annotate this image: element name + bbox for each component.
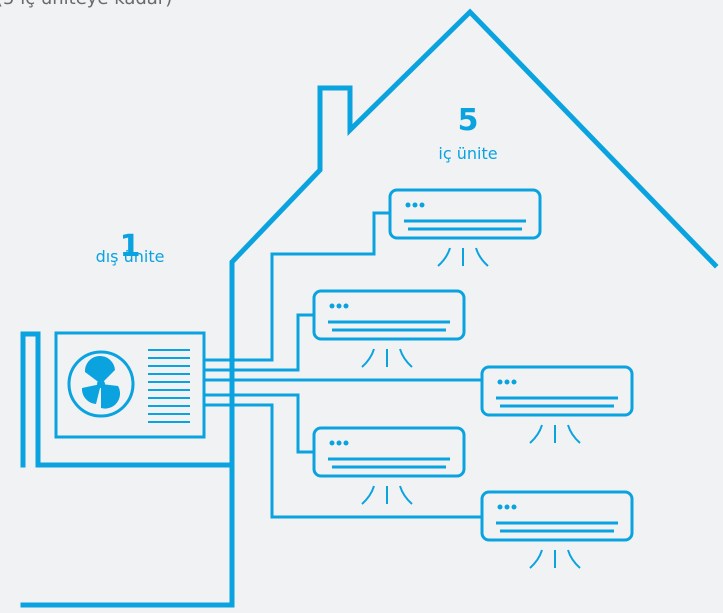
indoor-unit-5 <box>480 490 634 570</box>
outdoor-unit-count: 1 <box>119 229 141 264</box>
indoor-unit-3 <box>480 365 634 445</box>
outdoor-unit-label: dış ünite <box>95 247 165 266</box>
caption-text: (5 iç üniteye kadar) <box>0 0 172 9</box>
indoor-unit-label: iç ünite <box>438 144 498 163</box>
indoor-unit-1 <box>388 188 542 268</box>
fan-icon <box>81 355 121 409</box>
indoor-unit-count: 5 <box>457 103 479 138</box>
house-outline <box>20 331 235 608</box>
indoor-unit-4 <box>312 426 466 506</box>
indoor-unit-2 <box>312 289 466 369</box>
refrigerant-pipes <box>202 211 484 519</box>
outdoor-unit <box>54 331 206 439</box>
outdoor-grille <box>148 349 190 423</box>
house-roof-outline <box>229 8 719 468</box>
